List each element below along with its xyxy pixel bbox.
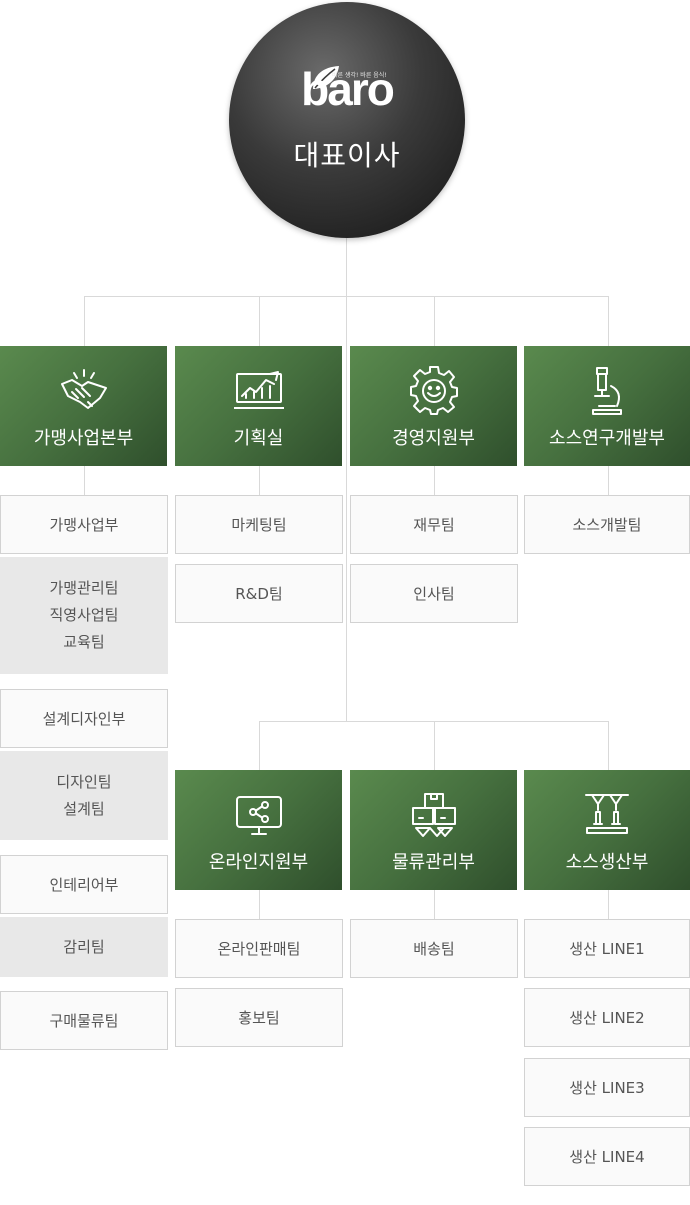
- ceo-trunk-line: [346, 236, 347, 722]
- dept6-down-line: [434, 890, 435, 919]
- team-box: 온라인판매팀: [175, 919, 343, 978]
- logo-wordmark: baro: [301, 63, 395, 115]
- dept-logistics: 물류관리부: [350, 770, 517, 890]
- dept4-down-line: [608, 466, 609, 495]
- dept-online: 온라인지원부: [175, 770, 342, 890]
- handshake-icon: [60, 369, 107, 409]
- team-box: 생산 LINE3: [524, 1058, 690, 1117]
- boxes-icon: [411, 793, 456, 837]
- dept1-down-line: [84, 466, 85, 495]
- dept-franchise: 가맹사업본부: [0, 346, 167, 466]
- sub-team: 교육팀: [63, 633, 105, 651]
- sub-team: 디자인팀: [56, 772, 112, 791]
- sub-team: 설계팀: [63, 799, 105, 818]
- team-box: 마케팅팀: [175, 495, 343, 554]
- team-box: 생산 LINE2: [524, 988, 690, 1047]
- team-box: 구매물류팀: [0, 991, 168, 1050]
- logo-tagline: 바른 생각! 바른 음식!: [332, 72, 387, 79]
- team-box: 홍보팀: [175, 988, 343, 1047]
- team-box: 생산 LINE1: [524, 919, 690, 978]
- dept5-down-line: [259, 890, 260, 919]
- drop-line-2: [259, 296, 260, 346]
- sub-team: 직영사업팀: [49, 606, 119, 624]
- drop-line-1: [84, 296, 85, 346]
- drop-line-4: [608, 296, 609, 346]
- team-box: 가맹사업부: [0, 495, 168, 554]
- chart-monitor-icon: [233, 371, 284, 409]
- dept-label: 가맹사업본부: [33, 428, 134, 449]
- dept-label: 경영지원부: [392, 428, 475, 449]
- dept-label: 물류관리부: [392, 852, 475, 873]
- drop-line-3: [434, 296, 435, 346]
- dept3-down-line: [434, 466, 435, 495]
- sub-team: 감리팀: [63, 937, 105, 956]
- dept-management: 경영지원부: [350, 346, 517, 466]
- sub-team-list: 감리팀: [0, 917, 168, 977]
- team-box: 인테리어부: [0, 855, 168, 914]
- production-line-icon: [585, 794, 629, 834]
- team-box: 재무팀: [350, 495, 518, 554]
- sub-team-list: 디자인팀 설계팀: [0, 751, 168, 840]
- drop-line-7: [608, 721, 609, 770]
- microscope-icon: [592, 367, 622, 415]
- team-box: 소스개발팀: [524, 495, 690, 554]
- team-box: 설계디자인부: [0, 689, 168, 748]
- dept-planning: 기획실: [175, 346, 342, 466]
- sub-team-list: 가맹관리팀 직영사업팀 교육팀: [0, 557, 168, 674]
- drop-line-5: [259, 721, 260, 770]
- ceo-title: 대표이사: [293, 139, 401, 172]
- dept-production: 소스생산부: [524, 770, 690, 890]
- team-box: R&D팀: [175, 564, 343, 623]
- leaf-icon: [313, 66, 339, 89]
- team-box: 인사팀: [350, 564, 518, 623]
- top-branch-line: [84, 296, 609, 297]
- dept-label: 온라인지원부: [208, 852, 309, 873]
- team-box: 배송팀: [350, 919, 518, 978]
- dept2-down-line: [259, 466, 260, 495]
- team-box: 생산 LINE4: [524, 1127, 690, 1186]
- drop-line-6: [434, 721, 435, 770]
- sub-team: 가맹관리팀: [49, 579, 119, 597]
- ceo-node: 바른 생각! 바른 음식! baro 대표이사: [229, 2, 465, 238]
- dept-label: 소스연구개발부: [549, 428, 665, 449]
- dept-sauce-rd: 소스연구개발부: [524, 346, 690, 466]
- dept-label: 기획실: [233, 428, 284, 449]
- gear-smile-icon: [409, 366, 458, 415]
- dept-label: 소스생산부: [565, 852, 649, 873]
- dept7-down-line: [608, 890, 609, 919]
- share-monitor-icon: [235, 796, 282, 835]
